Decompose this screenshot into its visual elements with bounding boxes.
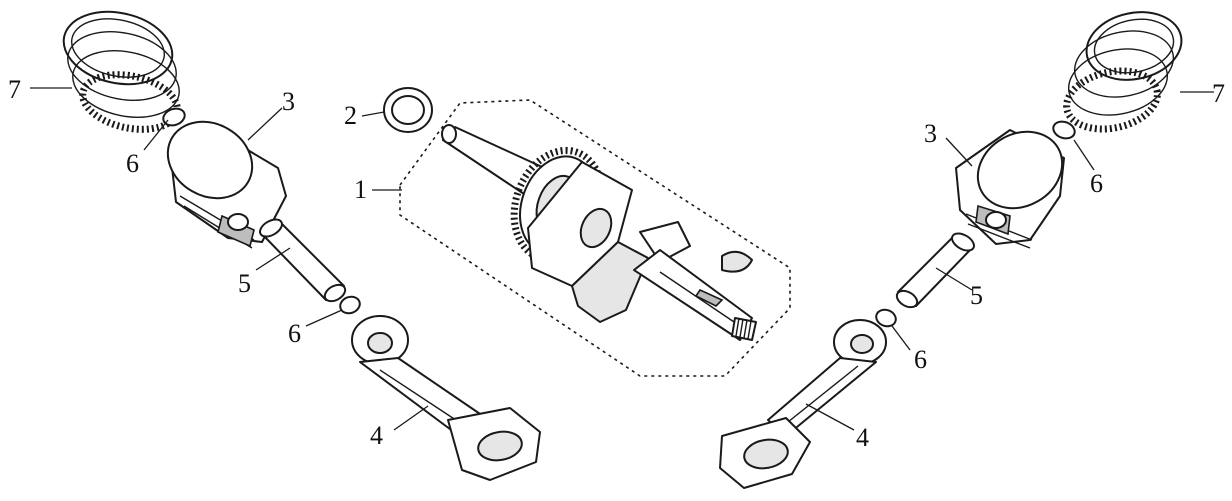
- piston-pin-right: [895, 232, 975, 309]
- circlip-right-top: [1052, 120, 1076, 140]
- callout-circlip-left-top: 6: [126, 149, 139, 178]
- callout-circlip-right-top: 6: [1090, 169, 1103, 198]
- connecting-rod-right: [719, 319, 887, 489]
- piston-left: [166, 120, 287, 249]
- piston-pin-icon: [895, 232, 975, 309]
- callout-piston-left: 3: [282, 87, 295, 116]
- callout-rings-right: 7: [1212, 79, 1225, 108]
- callout-labels: 7 6 3 5 6 4 2 1 7 6 3 5 6 4: [8, 75, 1225, 452]
- piston-rings-icon: [1063, 11, 1183, 133]
- callout-conrod-right: 4: [856, 423, 869, 452]
- piston-icon: [955, 129, 1065, 249]
- callout-pin-left: 5: [238, 269, 251, 298]
- piston-pin-left: [259, 218, 347, 303]
- piston-right: [955, 129, 1065, 249]
- piston-pin-icon: [259, 218, 347, 303]
- ring-gasket-icon: [383, 87, 433, 133]
- callout-conrod-left: 4: [370, 421, 383, 450]
- callout-piston-right: 3: [924, 119, 937, 148]
- connecting-rod-icon: [719, 319, 887, 489]
- piston-rings-right: [1063, 11, 1183, 133]
- piston-icon: [166, 120, 287, 249]
- connecting-rod-icon: [351, 315, 541, 481]
- crankshaft-assembly: [399, 99, 791, 377]
- leader-lines: [30, 87, 1214, 431]
- circlip-right-bottom: [875, 308, 897, 328]
- circlip-left-bottom: [339, 295, 361, 315]
- circlip-left-top: [162, 107, 186, 127]
- woodruff-key-icon: [721, 250, 753, 273]
- callout-crankshaft: 1: [354, 175, 367, 204]
- callout-circlip-right-bottom: 6: [914, 345, 927, 374]
- crankshaft-icon: [441, 124, 757, 341]
- callout-rings-left: 7: [8, 75, 21, 104]
- callout-circlip-left-bottom: 6: [288, 319, 301, 348]
- callout-pin-right: 5: [970, 281, 983, 310]
- connecting-rod-left: [351, 315, 541, 481]
- callout-ring-gasket: 2: [344, 101, 357, 130]
